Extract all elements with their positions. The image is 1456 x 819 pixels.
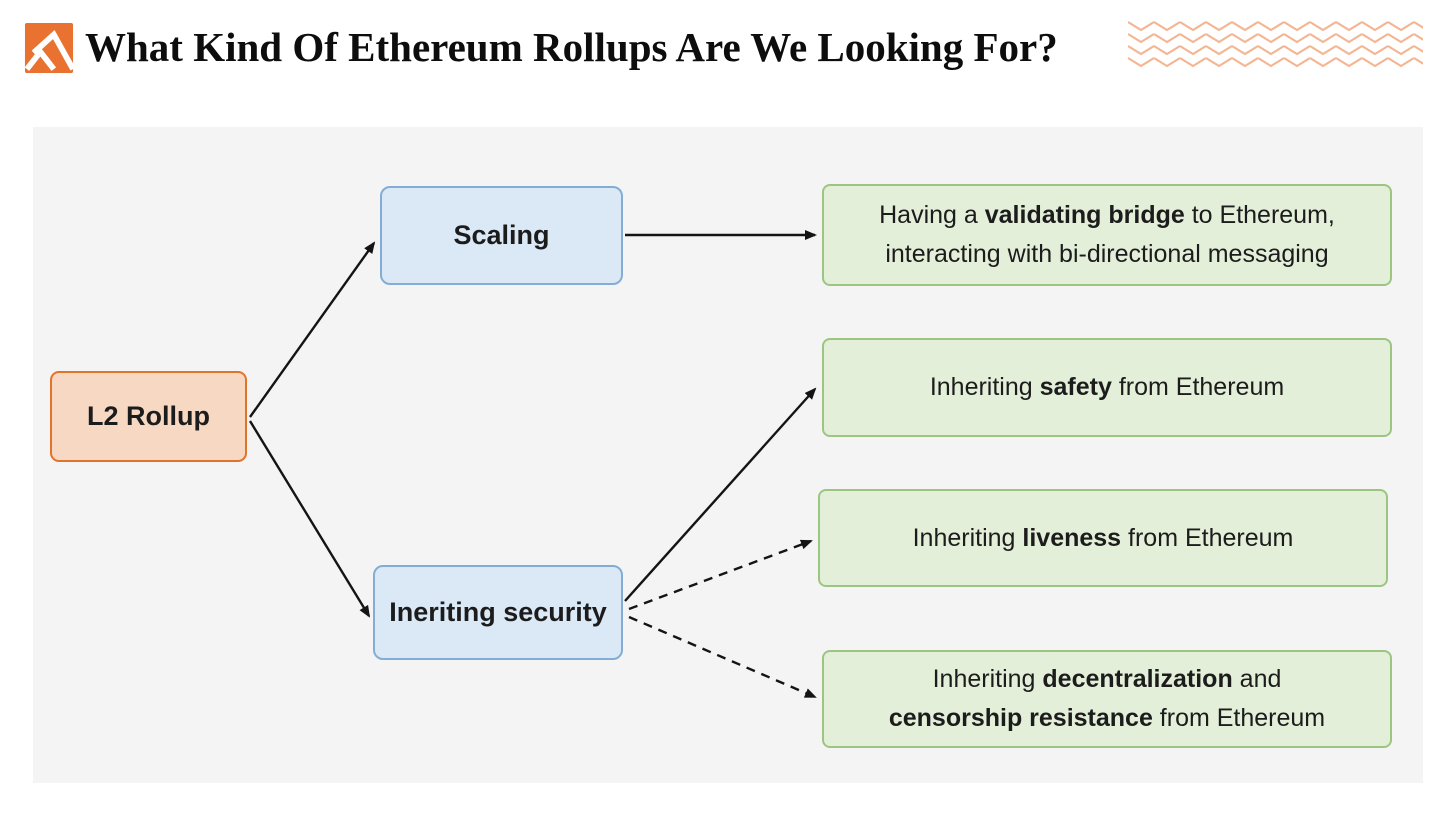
node-scaling: Scaling — [380, 186, 623, 285]
node-inheriting-safety: Inheriting safety from Ethereum — [822, 338, 1392, 437]
outcome-text: Inheriting decentralization and censorsh… — [888, 665, 1326, 732]
node-inheriting-liveness: Inheriting liveness from Ethereum — [818, 489, 1388, 587]
edge-security-to-liveness — [628, 539, 813, 611]
header: What Kind Of Ethereum Rollups Are We Loo… — [0, 0, 1456, 100]
diagram-canvas: L2 Rollup Scaling Ineriting security Hav… — [33, 127, 1423, 783]
node-l2-rollup-label: L2 Rollup — [87, 401, 210, 431]
outcome-text: Having a validating bridge to Ethereum, … — [879, 201, 1335, 268]
node-inheriting-security-label: Ineriting security — [389, 597, 607, 627]
edge-l2-rollup-to-security — [248, 420, 371, 618]
edge-security-to-decentralization — [628, 615, 817, 699]
node-scaling-label: Scaling — [453, 220, 550, 250]
page-title: What Kind Of Ethereum Rollups Are We Loo… — [85, 24, 1058, 70]
outcome-text: Inheriting liveness from Ethereum — [912, 523, 1294, 552]
herringbone-pattern-decoration — [1128, 20, 1423, 68]
edge-l2-rollup-to-scaling — [249, 241, 376, 418]
node-l2-rollup: L2 Rollup — [50, 371, 247, 462]
mountain-peaks-logo-icon — [24, 23, 74, 73]
edges-layer — [248, 230, 817, 699]
edge-security-to-safety — [624, 387, 817, 602]
outcome-text: Inheriting safety from Ethereum — [929, 373, 1285, 402]
node-inheriting-decentralization: Inheriting decentralization and censorsh… — [822, 650, 1392, 748]
node-inheriting-security: Ineriting security — [373, 565, 623, 660]
node-validating-bridge: Having a validating bridge to Ethereum, … — [822, 184, 1392, 286]
